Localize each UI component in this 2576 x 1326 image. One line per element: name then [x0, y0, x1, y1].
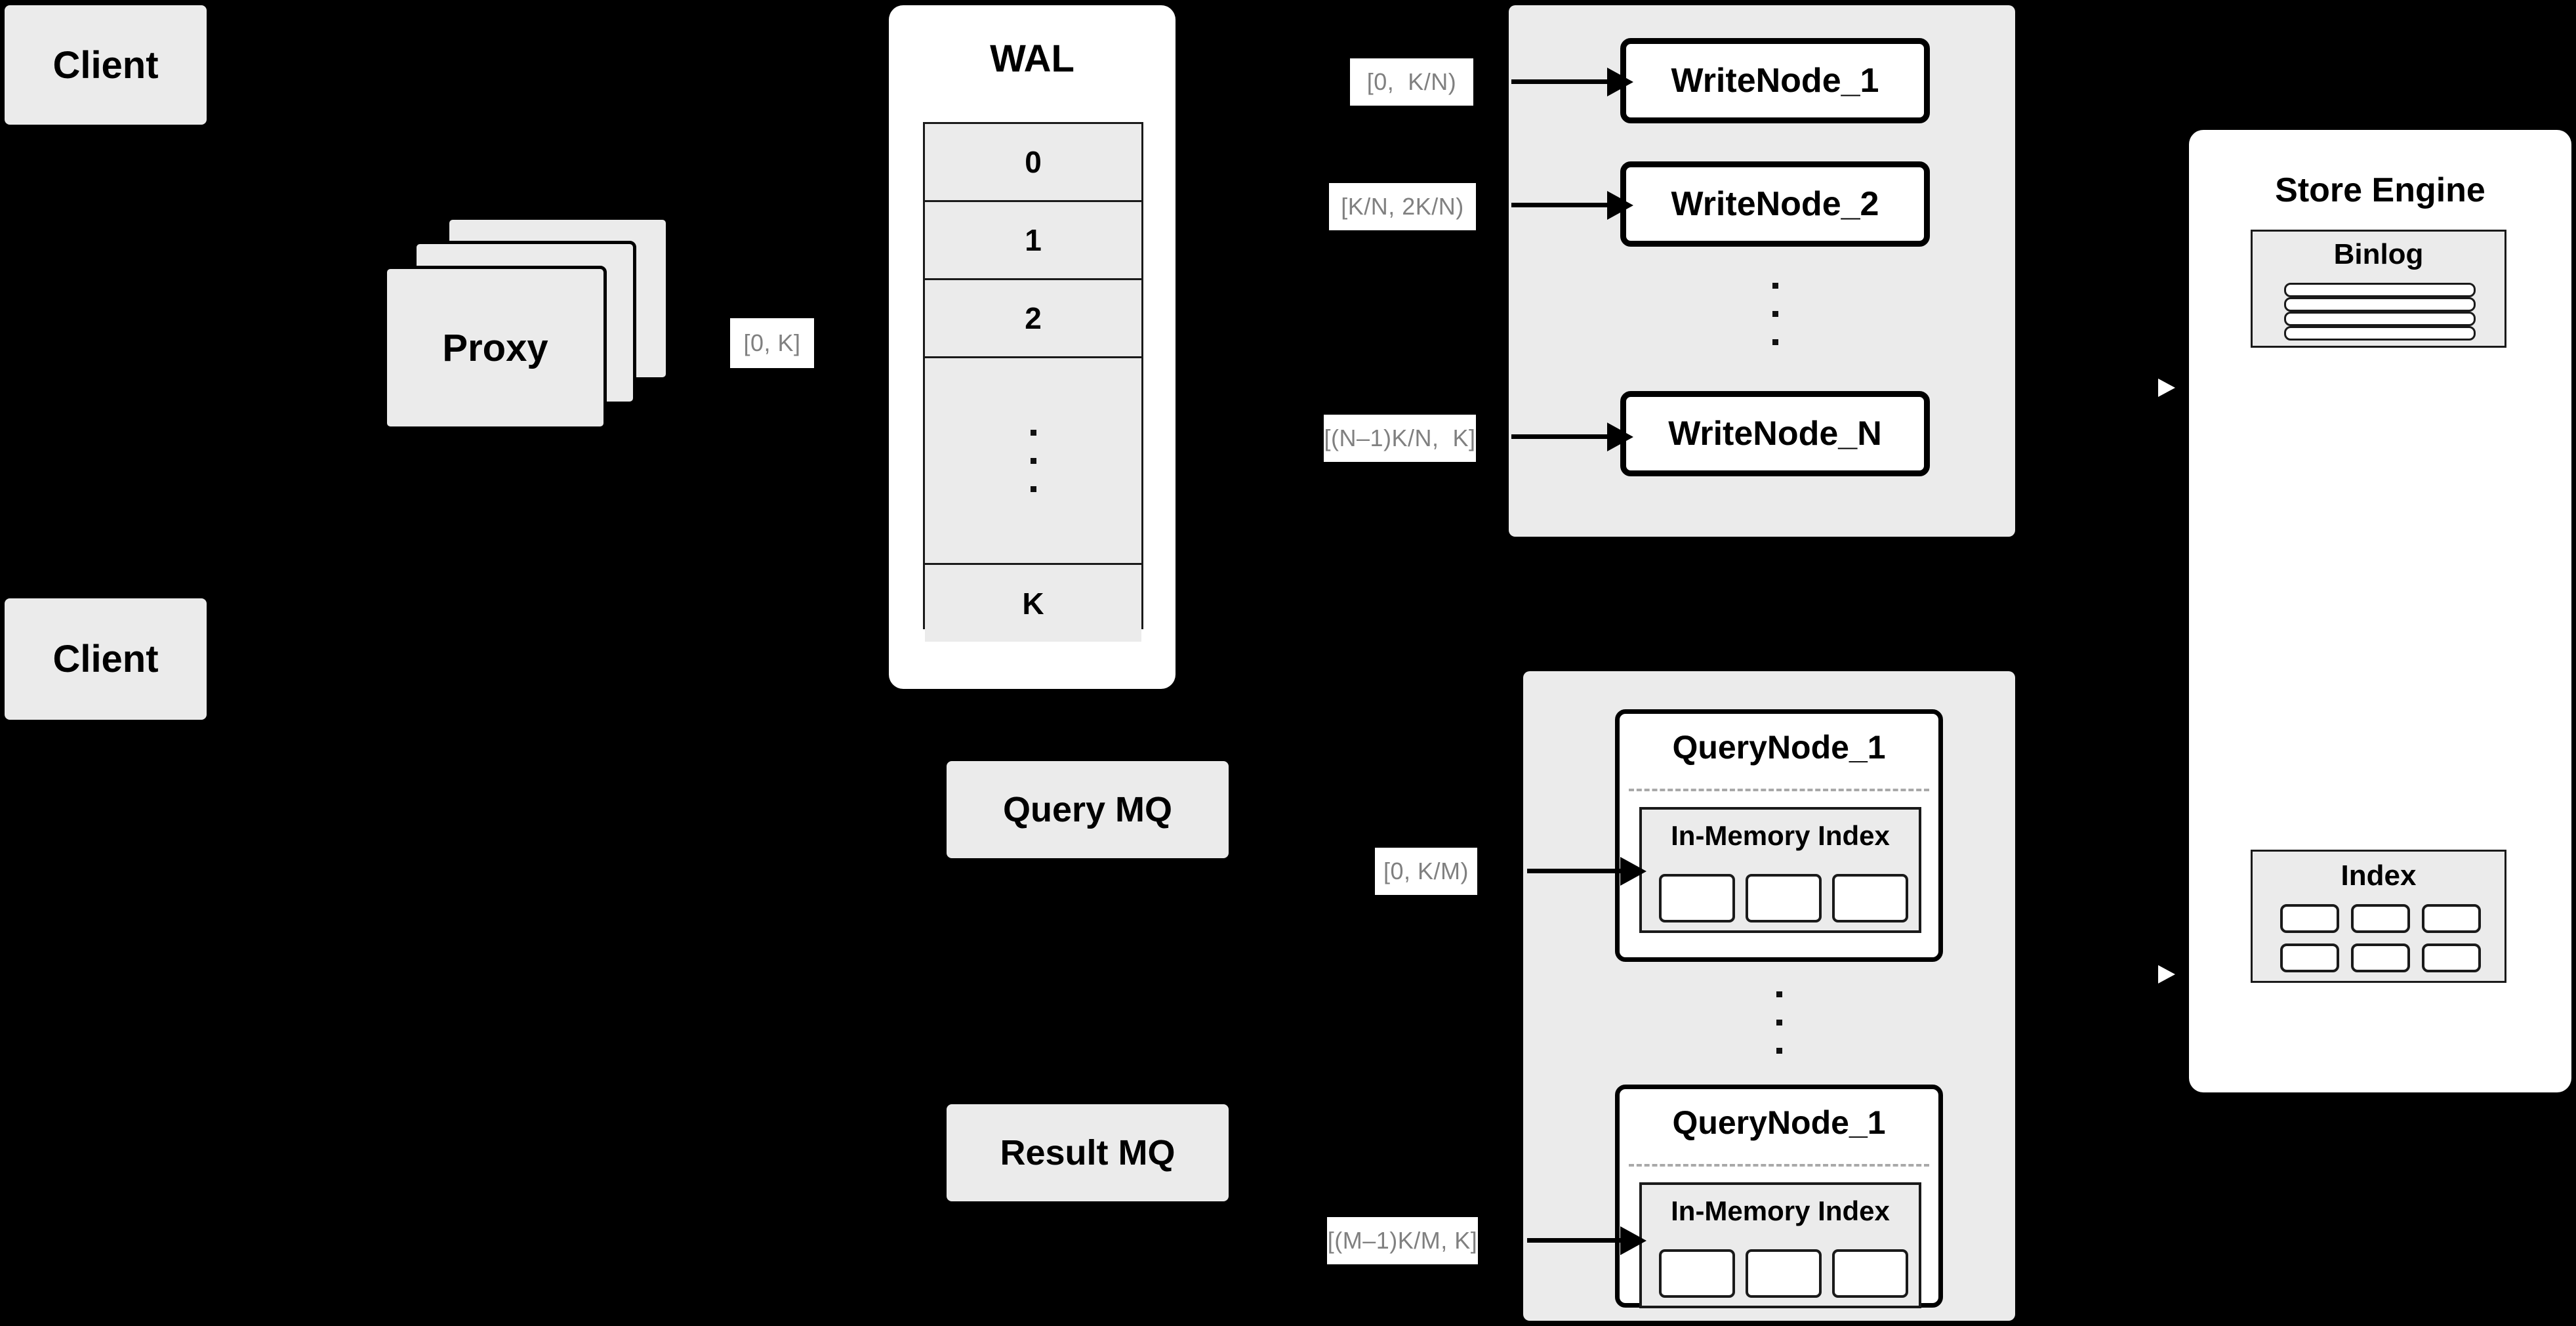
wal-row-0: 0 — [925, 124, 1141, 202]
query-node-group: QueryNode_1 In-Memory Index QueryNode_1 … — [1523, 671, 2015, 1321]
arrow-line-querynode-m — [1527, 1238, 1624, 1243]
arrow-head-to-index — [2158, 960, 2188, 989]
index-cell[interactable] — [2351, 904, 2410, 933]
arrow-head-writenode-2 — [1607, 191, 1633, 220]
write-node-n[interactable]: WriteNode_N — [1620, 391, 1930, 476]
proxy-box[interactable]: Proxy — [384, 266, 607, 430]
binlog-title: Binlog — [2333, 238, 2424, 270]
client-label-1: Client — [52, 43, 159, 87]
result-mq-box[interactable]: Result MQ — [947, 1104, 1229, 1201]
query-mq-label: Query MQ — [1002, 790, 1173, 829]
wal-row-1: 1 — [925, 202, 1141, 280]
edge-label-querynode-1-text: [0, K/M) — [1383, 858, 1469, 884]
arrow-line-writenode-1 — [1511, 79, 1611, 84]
client-box-1[interactable]: Client — [5, 5, 207, 125]
edge-label-writenode-n: [(N–1)K/N, K] — [1324, 415, 1476, 462]
index-cell[interactable] — [1832, 874, 1908, 922]
write-node-n-label: WriteNode_N — [1668, 415, 1882, 453]
arrow-head-querynode-m — [1620, 1226, 1646, 1255]
index-cell[interactable] — [2351, 943, 2410, 972]
binlog-row[interactable] — [2284, 283, 2476, 297]
proxy-label: Proxy — [442, 326, 548, 369]
index-cell[interactable] — [1659, 1249, 1735, 1298]
edge-label-writenode-n-text: [(N–1)K/N, K] — [1324, 425, 1476, 451]
index-cell[interactable] — [2422, 943, 2481, 972]
write-node-2[interactable]: WriteNode_2 — [1620, 161, 1930, 247]
query-node-m-title: QueryNode_1 — [1672, 1104, 1886, 1141]
arrow-head-writenode-n — [1607, 423, 1633, 451]
in-memory-index-m: In-Memory Index — [1639, 1182, 1921, 1308]
binlog-rows — [2284, 283, 2476, 341]
query-node-group-ellipsis — [1615, 970, 1943, 1075]
write-node-1[interactable]: WriteNode_1 — [1620, 38, 1930, 123]
index-cell[interactable] — [2280, 943, 2339, 972]
write-node-group: WriteNode_1 WriteNode_2 WriteNode_N — [1509, 5, 2015, 537]
binlog-row[interactable] — [2284, 312, 2476, 326]
wal-row-2: 2 — [925, 280, 1141, 358]
query-node-m-divider — [1629, 1164, 1929, 1167]
wal-row-ellipsis — [925, 358, 1141, 565]
wal-title: WAL — [990, 37, 1074, 80]
binlog-row[interactable] — [2284, 326, 2476, 341]
index-cells-grid — [2280, 904, 2481, 972]
wal-table: 0 1 2 K — [923, 122, 1143, 642]
in-memory-index-m-title: In-Memory Index — [1671, 1195, 1890, 1226]
edge-label-proxy-to-wal: [0, K] — [730, 318, 814, 368]
result-mq-label: Result MQ — [1000, 1133, 1176, 1172]
edge-label-writenode-1: [0, K/N) — [1350, 58, 1473, 106]
edge-label-querynode-m: [(M–1)K/M, K] — [1327, 1217, 1478, 1264]
arrow-line-writenode-2 — [1511, 203, 1611, 207]
in-memory-index-1-cells — [1659, 874, 1908, 922]
binlog-row[interactable] — [2284, 297, 2476, 312]
index-cell[interactable] — [1746, 1249, 1822, 1298]
query-node-1-divider — [1629, 789, 1929, 791]
arrow-head-querynode-1 — [1620, 857, 1646, 886]
arrow-line-writenode-n — [1511, 434, 1611, 439]
arrow-head-to-binlog — [2158, 373, 2188, 402]
arrow-line-querynode-1 — [1527, 869, 1624, 873]
query-mq-box[interactable]: Query MQ — [947, 761, 1229, 858]
index-cell[interactable] — [1832, 1249, 1908, 1298]
wal-row-k: K — [925, 565, 1141, 642]
store-engine-panel: Store Engine Binlog Index — [2189, 130, 2571, 1092]
write-node-group-ellipsis — [1620, 261, 1930, 366]
wal-panel: WAL 0 1 2 K — [889, 5, 1176, 689]
index-box: Index — [2251, 850, 2506, 983]
in-memory-index-1: In-Memory Index — [1639, 807, 1921, 933]
edge-label-proxy-to-wal-text: [0, K] — [743, 329, 801, 356]
arrow-head-writenode-1 — [1607, 68, 1633, 96]
in-memory-index-1-title: In-Memory Index — [1671, 820, 1890, 851]
edge-label-writenode-2: [K/N, 2K/N) — [1329, 183, 1476, 230]
client-label-2: Client — [52, 638, 159, 680]
index-cell[interactable] — [2280, 904, 2339, 933]
binlog-box: Binlog — [2251, 230, 2506, 348]
index-cell[interactable] — [2422, 904, 2481, 933]
write-node-1-label: WriteNode_1 — [1671, 62, 1879, 100]
edge-label-writenode-1-text: [0, K/N) — [1366, 68, 1457, 95]
edge-label-querynode-1: [0, K/M) — [1375, 848, 1477, 895]
query-node-m[interactable]: QueryNode_1 In-Memory Index — [1615, 1085, 1943, 1308]
index-cell[interactable] — [1746, 874, 1822, 922]
query-node-1[interactable]: QueryNode_1 In-Memory Index — [1615, 709, 1943, 962]
in-memory-index-m-cells — [1659, 1249, 1908, 1298]
client-box-2[interactable]: Client — [5, 598, 207, 720]
index-title: Index — [2341, 860, 2417, 892]
arrow-line-to-index — [2152, 943, 2186, 947]
write-node-2-label: WriteNode_2 — [1671, 185, 1879, 223]
store-engine-title: Store Engine — [2275, 171, 2485, 209]
index-cell[interactable] — [1659, 874, 1735, 922]
query-node-1-title: QueryNode_1 — [1672, 729, 1886, 766]
edge-label-querynode-m-text: [(M–1)K/M, K] — [1327, 1227, 1478, 1254]
edge-label-writenode-2-text: [K/N, 2K/N) — [1341, 193, 1464, 220]
